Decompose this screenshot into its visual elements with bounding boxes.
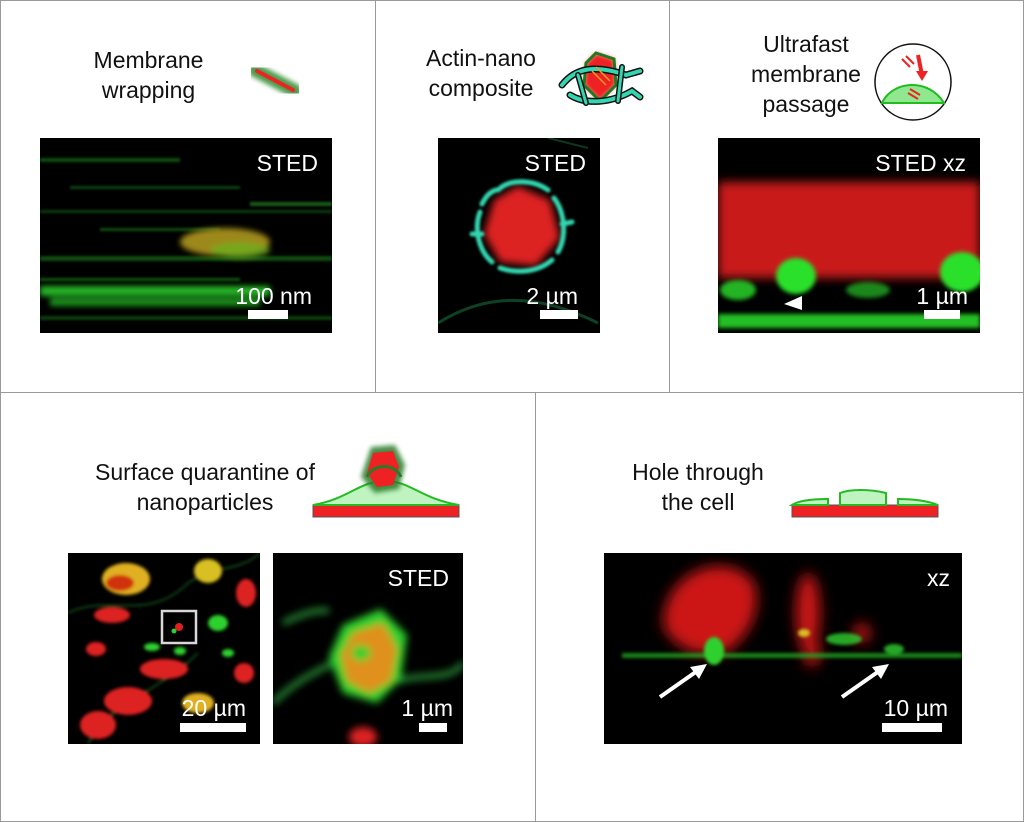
scale-bar [882,723,942,732]
surface-quarantine-icon [309,441,461,523]
scale-bar [180,723,246,732]
panel-ultrafast-membrane-passage: Ultrafast membrane passage [669,0,1024,393]
microscopy-image: STED 100 nm [40,138,332,333]
scale-bar-label: 1 µm [916,283,968,309]
microscopy-image: STED xz 1 µm [718,138,980,333]
scale-bar [248,310,288,319]
scale-bar-label: 10 µm [883,695,948,721]
microscopy-image: STED 2 µm [438,138,600,333]
panel-surface-quarantine: Surface quarantine of nanoparticles [0,392,536,822]
panel-title: Membrane wrapping [93,47,204,103]
scale-bar-label: 1 µm [401,695,453,721]
cell-hole-icon [788,485,940,521]
scale-bar [540,310,578,319]
panel-hole-through-cell: Hole through the cell [535,392,1024,822]
panel-title: Surface quarantine of nanoparticles [95,459,315,515]
image-corner-label: STED [256,150,318,176]
panel-membrane-wrapping: Membrane wrapping [0,0,376,393]
panel-title: Hole through the cell [632,459,764,515]
image-corner-label: STED xz [875,150,966,176]
microscopy-image-overview: 20 µm [68,553,260,744]
panel-actin-nano-composite: Actin-nano composite [375,0,670,393]
panel-title: Actin-nano composite [426,45,536,101]
nanorod-wrapped-icon [245,55,305,105]
scale-bar [419,723,447,732]
panel-title: Ultrafast membrane passage [751,31,861,117]
scale-bar-label: 100 nm [235,283,312,309]
image-corner-label: STED [387,565,449,591]
scale-bar-label: 2 µm [526,283,578,309]
microscopy-image-zoom: STED 1 µm [273,553,463,744]
image-corner-label: xz [927,565,950,591]
cell-membrane-passage-icon [872,41,954,123]
image-corner-label: STED [524,150,586,176]
scale-bar-label: 20 µm [181,695,246,721]
scale-bar [924,310,960,319]
microscopy-image: xz 10 µm [604,553,962,744]
actin-nanoparticle-composite-icon [556,45,646,117]
